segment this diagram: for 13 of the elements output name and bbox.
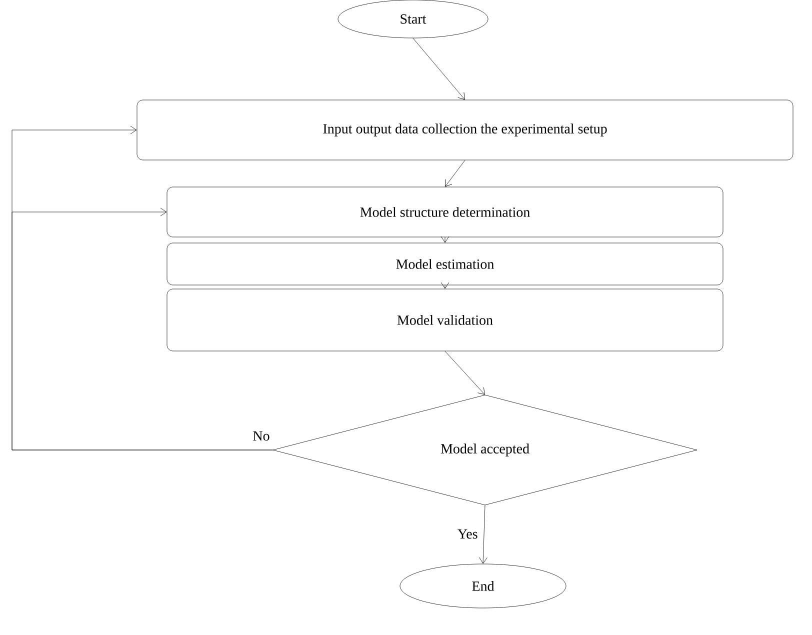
process-box: Model validation [166, 288, 724, 352]
edge-label: No [252, 430, 271, 442]
process-box: Input output data collection the experimental setup [136, 100, 794, 160]
arrow [479, 505, 488, 564]
edge-label: Yes [456, 528, 479, 540]
arrow [12, 208, 273, 450]
arrow [444, 351, 485, 395]
process-box: Model estimation [166, 242, 724, 286]
process-box: Model structure determination [166, 186, 724, 238]
arrow [445, 160, 466, 187]
arrow [412, 38, 465, 100]
arrow [440, 282, 450, 289]
arrow [440, 236, 450, 243]
